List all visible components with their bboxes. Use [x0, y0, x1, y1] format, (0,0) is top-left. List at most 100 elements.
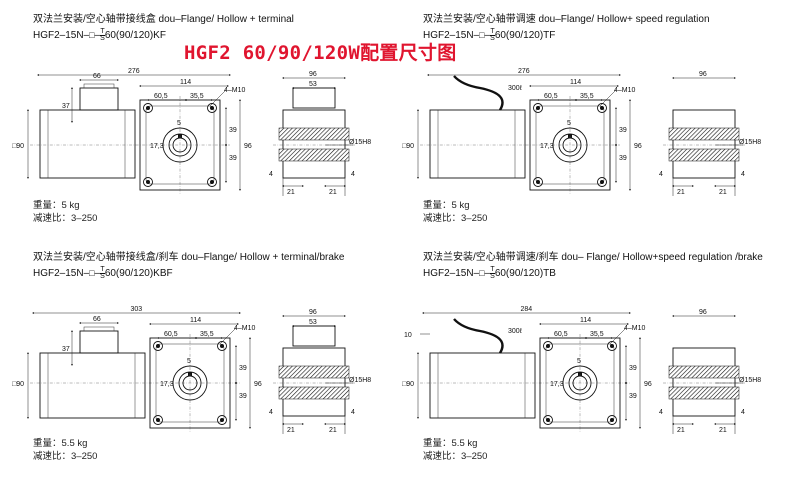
shaft-section-bottom: [278, 386, 350, 400]
dim-hub: 17,3: [540, 143, 554, 150]
model-frac-top: T: [100, 28, 105, 36]
power-cable: [453, 75, 504, 111]
model-prefix: HGF2–15N–: [33, 30, 90, 42]
model-frac-bottom: S: [100, 273, 105, 280]
ratio-line: 减速比：3–250: [423, 450, 487, 463]
dim-half-height-top: 39: [619, 127, 627, 134]
dim-pcd-half: 35,5: [580, 93, 594, 100]
dim-side-offset-right: 4: [351, 409, 355, 416]
motor-body: [429, 352, 536, 419]
side-view-body: [672, 347, 736, 417]
dim-side-inner: 53: [309, 319, 317, 326]
dim-side-flange-left: 21: [287, 189, 295, 196]
dim-shaft-bore: Ø15H8: [349, 139, 371, 146]
dim-side-offset-left: 4: [269, 409, 273, 416]
dim-motor-size: □90: [402, 143, 414, 150]
dim-box-height: 37: [62, 346, 70, 353]
ratio-value: 3–250: [461, 451, 488, 462]
model-frac-top: T: [490, 28, 495, 36]
dim-shaft-bore: Ø15H8: [739, 377, 761, 384]
dim-half-height-top: 39: [239, 365, 247, 372]
mount-hole: [533, 177, 543, 187]
dim-total-length: 276: [518, 68, 530, 75]
model-suffix: 60(90/120)KBF: [104, 268, 173, 280]
dim-cable-length: 300ℓ: [508, 328, 523, 335]
dim-half-height-bottom: 39: [629, 393, 637, 400]
mount-hole: [217, 415, 227, 425]
weight-line: 重量：5 kg: [33, 199, 97, 212]
dim-half-height-bottom: 39: [229, 155, 237, 162]
ratio-line: 减速比：3–250: [33, 450, 97, 463]
dim-shaft-bore: Ø15H8: [739, 139, 761, 146]
dim-side-inner: 53: [309, 81, 317, 88]
shaft-section-bottom: [668, 386, 740, 400]
dim-box-width: 66: [93, 73, 101, 80]
dim-gear-length: 114: [180, 79, 191, 86]
dim-half-height-bottom: 39: [239, 393, 247, 400]
motor-body: [429, 109, 526, 179]
dim-side-flange-right: 21: [329, 427, 337, 434]
dim-total-length: 276: [128, 68, 140, 75]
model-box: □: [479, 30, 485, 41]
dim-mount-holes: 4–M10: [234, 325, 256, 332]
dim-pcd: 60,5: [554, 331, 568, 338]
ratio-label: 减速比：: [423, 451, 462, 462]
side-view-body: [672, 109, 736, 179]
dim-side-flange-right: 21: [329, 189, 337, 196]
dim-mount-holes: 4–M10: [224, 87, 246, 94]
dim-key: 5: [187, 358, 191, 365]
weight-line: 重量：5 kg: [423, 199, 487, 212]
dim-half-height-top: 39: [629, 365, 637, 372]
weight-line: 重量：5.5 kg: [33, 437, 97, 450]
dim-motor-size: □90: [12, 381, 24, 388]
dim-pcd: 60,5: [154, 93, 168, 100]
weight-label: 重量：: [33, 200, 62, 211]
dim-gear-length: 114: [570, 79, 581, 86]
dim-key: 5: [177, 120, 181, 127]
weight-line: 重量：5.5 kg: [423, 437, 487, 450]
ratio-label: 减速比：: [423, 213, 462, 224]
mount-hole: [607, 415, 617, 425]
shaft-section-bottom: [668, 148, 740, 162]
dim-side-offset-left: 4: [269, 171, 273, 178]
dim-box-width: 66: [93, 316, 101, 323]
mount-hole: [597, 177, 607, 187]
dim-side-flange-right: 21: [719, 189, 727, 196]
model-prefix: HGF2–15N–: [423, 268, 480, 280]
mount-hole: [607, 341, 617, 351]
dim-pcd-half: 35,5: [190, 93, 204, 100]
model-frac-top: T: [490, 266, 495, 274]
dim-side-flange-left: 21: [677, 189, 685, 196]
dim-side-width: 96: [699, 71, 707, 78]
mount-hole: [143, 177, 153, 187]
side-view-body: [282, 347, 346, 417]
dim-total-length: 284: [521, 306, 533, 313]
dim-mount-holes: 4–M10: [614, 87, 636, 94]
ratio-label: 减速比：: [33, 213, 72, 224]
mount-hole: [207, 177, 217, 187]
dim-total-length: 303: [131, 306, 143, 313]
dim-gear-length: 114: [190, 317, 201, 324]
weight-label: 重量：: [423, 200, 452, 211]
mount-hole: [153, 415, 163, 425]
weight-value: 5 kg: [61, 200, 80, 211]
mount-hole: [597, 103, 607, 113]
model-frac-bottom: S: [490, 273, 495, 280]
weight-label: 重量：: [423, 438, 452, 449]
weight-value: 5.5 kg: [61, 438, 88, 449]
dim-side-width: 96: [309, 309, 317, 316]
dim-gear-height: 96: [244, 143, 252, 150]
model-dash: –: [484, 268, 491, 280]
weight-value: 5 kg: [451, 200, 470, 211]
model-suffix: 60(90/120)TF: [494, 30, 556, 42]
